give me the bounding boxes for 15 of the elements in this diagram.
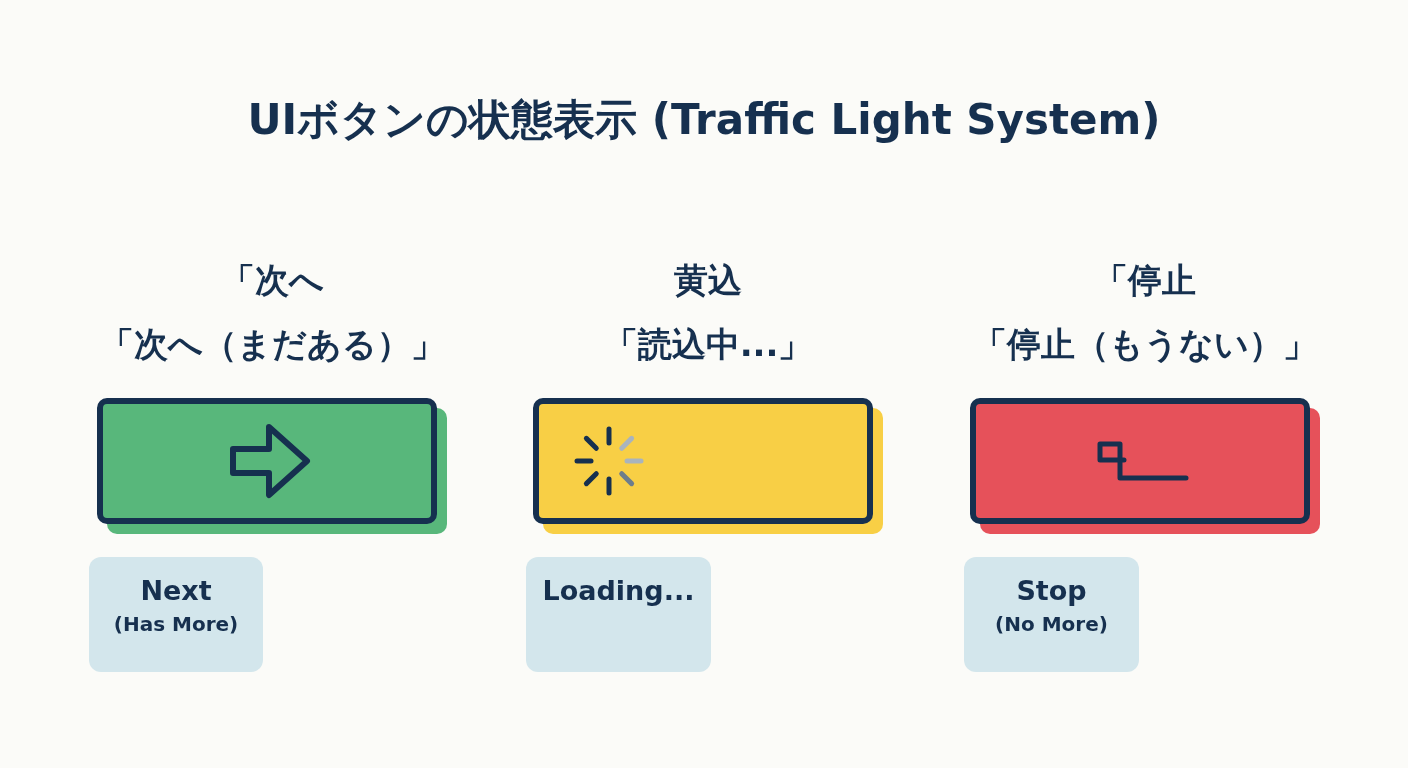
tag-subtitle: (No More): [994, 612, 1109, 636]
heading: 「読込中...」: [602, 323, 814, 366]
title: UIボタンの状態表示 (Traffic Light System): [246, 94, 1162, 146]
status-tag: [964, 557, 1139, 672]
status-tag: [526, 557, 711, 672]
tag-title: Loading...: [541, 575, 696, 606]
tag-subtitle: (Has More): [112, 612, 240, 636]
status-tag: [89, 557, 263, 672]
heading: 「停止: [1093, 259, 1197, 302]
heading: 「次へ: [219, 259, 325, 302]
heading: 「停止（もうない）」: [972, 323, 1318, 366]
tag-title: Next: [139, 575, 213, 606]
heading: 黄込: [673, 259, 743, 302]
heading: 「次へ（まだある）」: [98, 323, 446, 366]
tag-title: Stop: [1015, 575, 1088, 606]
